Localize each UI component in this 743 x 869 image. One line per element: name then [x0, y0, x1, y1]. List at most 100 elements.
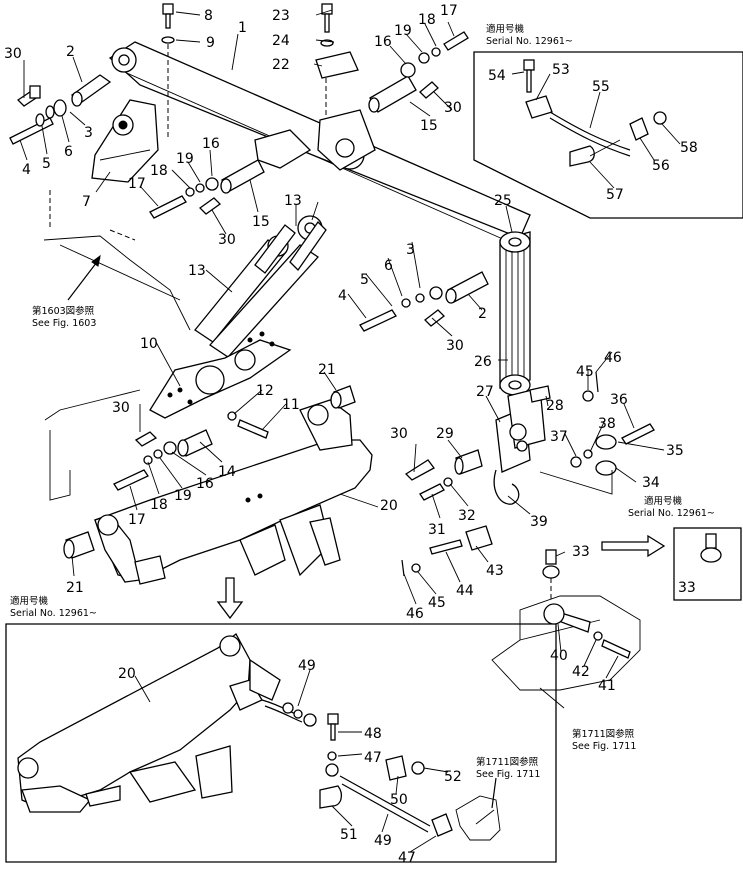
bolt-23-plate-22: [315, 3, 359, 140]
callout-31: 31: [428, 522, 446, 538]
note-fig1603-en: See Fig. 1603: [32, 318, 96, 329]
callout-32: 32: [458, 508, 476, 524]
inset-frame-top-right: [473, 51, 743, 219]
callout-39: 39: [530, 514, 548, 530]
note-serial-right-en: Serial No. 12961~: [628, 508, 715, 519]
callout-14: 14: [218, 464, 236, 480]
callout-55: 55: [592, 79, 610, 95]
callout-41: 41: [598, 678, 616, 694]
inset-top-cable-55: [523, 59, 667, 167]
frame-body-left: [43, 190, 191, 501]
callout-2: 2: [478, 306, 487, 322]
callout-15: 15: [420, 118, 438, 134]
callout-19: 19: [174, 488, 192, 504]
callout-33: 33: [572, 544, 590, 560]
note-fig1711-en: See Fig. 1711: [572, 741, 636, 752]
callout-47: 47: [364, 750, 382, 766]
callout-46: 46: [406, 606, 424, 622]
link-25-26: [499, 231, 531, 396]
callout-20: 20: [380, 498, 398, 514]
callout-10: 10: [140, 336, 158, 352]
callout-16: 16: [196, 476, 214, 492]
callout-24: 24: [272, 33, 290, 49]
callout-25: 25: [494, 193, 512, 209]
callout-38: 38: [598, 416, 616, 432]
callout-18: 18: [418, 12, 436, 28]
bracket-7: [91, 99, 159, 183]
callout-12: 12: [256, 383, 274, 399]
callout-9: 9: [206, 35, 215, 51]
callout-42: 42: [572, 664, 590, 680]
callout-15: 15: [252, 214, 270, 230]
callout-13: 13: [284, 193, 302, 209]
note-fig1603-jp: 第1603図参照: [32, 305, 95, 317]
note-serial-top-jp: 適用号機: [486, 23, 525, 35]
callout-34: 34: [642, 475, 660, 491]
callout-49: 49: [374, 833, 392, 849]
callout-53: 53: [552, 62, 570, 78]
callout-20: 20: [118, 666, 136, 682]
callout-30: 30: [218, 232, 236, 248]
pin-15-middle-group: [149, 159, 265, 219]
bracket-27: [495, 387, 546, 473]
right-hardware-group: [539, 371, 655, 495]
callout-54: 54: [488, 68, 506, 84]
callout-16: 16: [374, 34, 392, 50]
note-fig1711-jp: 第1711図参照: [572, 728, 635, 740]
callout-50: 50: [390, 792, 408, 808]
callout-36: 36: [610, 392, 628, 408]
pin-2-middle-group: [359, 271, 489, 332]
callout-21: 21: [318, 362, 336, 378]
callout-3: 3: [406, 242, 415, 258]
callout-19: 19: [394, 23, 412, 39]
callout-22: 22: [272, 57, 290, 73]
bushing-21-right: [330, 385, 356, 409]
callout-4: 4: [338, 288, 347, 304]
callout-35: 35: [666, 443, 684, 459]
note-serial-top-en: Serial No. 12961~: [486, 36, 573, 47]
callout-33: 33: [678, 580, 696, 596]
callout-17: 17: [128, 512, 146, 528]
callout-23: 23: [272, 8, 290, 24]
callout-4: 4: [22, 162, 31, 178]
callout-51: 51: [340, 827, 358, 843]
callout-52: 52: [444, 769, 462, 785]
clip-39: [493, 469, 520, 505]
callout-7: 7: [82, 194, 91, 210]
grease-fitting-30-top: [16, 85, 41, 107]
callout-29: 29: [436, 426, 454, 442]
callout-2: 2: [66, 44, 75, 60]
inset-frame-right: [673, 527, 742, 601]
callout-6: 6: [64, 144, 73, 160]
callout-6: 6: [384, 258, 393, 274]
callout-26: 26: [474, 354, 492, 370]
pin-29-group: [404, 449, 483, 501]
callout-18: 18: [150, 163, 168, 179]
callout-30: 30: [444, 100, 462, 116]
callout-19: 19: [176, 151, 194, 167]
see-fig-1603-arrowhead: [91, 254, 101, 267]
note-serial-right-jp: 適用号機: [644, 495, 683, 507]
note-serial-bottom-jp: 適用号機: [10, 595, 49, 607]
inset-bottom-frame-20: [17, 633, 281, 813]
callout-30: 30: [112, 400, 130, 416]
engine-mount-area: [491, 595, 641, 691]
bolt-11-washer-12: [227, 411, 269, 439]
callout-1: 1: [238, 20, 247, 36]
equalizer-frame-20: [94, 399, 373, 585]
callout-47: 47: [398, 850, 416, 866]
arrow-to-inset-right: [601, 534, 666, 558]
callout-labels: 1 2 2 3 3 4 4 5 5 6 6 7 8 9 10 11 12 13 …: [4, 3, 698, 866]
callout-28: 28: [546, 398, 564, 414]
bracket-10: [149, 331, 292, 419]
see-fig-1603-arrow: [67, 257, 101, 301]
callout-3: 3: [84, 125, 93, 141]
callout-30: 30: [390, 426, 408, 442]
callout-30: 30: [446, 338, 464, 354]
callout-56: 56: [652, 158, 670, 174]
note-fig1711-bottom-en: See Fig. 1711: [476, 769, 540, 780]
see-fig-1711-arrow-bottom: [491, 777, 497, 809]
reference-notes: 適用号機 Serial No. 12961~ 第1603図参照 See Fig.…: [10, 23, 715, 780]
callout-27: 27: [476, 384, 494, 400]
callout-5: 5: [360, 272, 369, 288]
